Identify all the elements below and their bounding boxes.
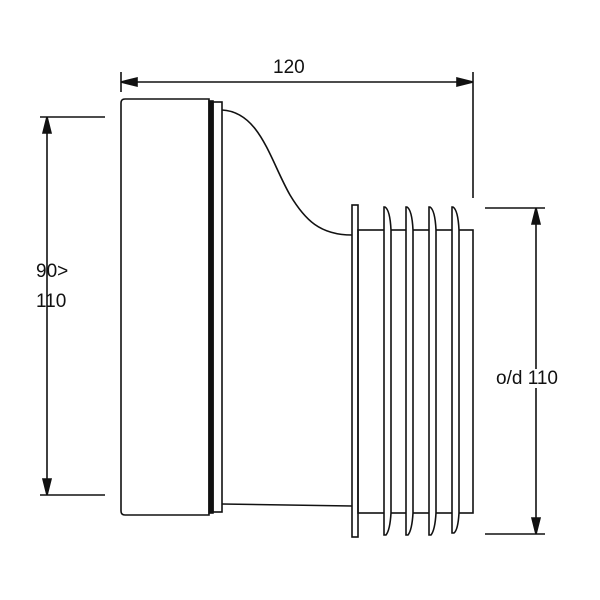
outlet-spigot (351, 204, 474, 538)
offset-section (221, 109, 353, 507)
length-label: 120 (273, 57, 305, 78)
dimension-inlet (40, 116, 105, 496)
inlet-diameter-label-1: 90> (36, 261, 69, 282)
dimension-120 (120, 72, 474, 198)
inlet-diameter-label-2: 110 (36, 291, 67, 312)
inlet-body (120, 98, 223, 516)
sealing-fins (383, 206, 460, 536)
outlet-diameter-label: o/d 110 (496, 368, 558, 389)
